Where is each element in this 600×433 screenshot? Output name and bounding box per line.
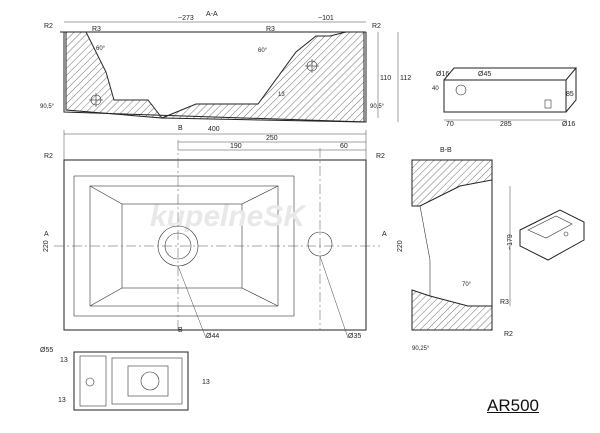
section-aa: A-A R2 R3 ~273 R3 ~101 R2 60° 60° 13 110… bbox=[40, 11, 411, 123]
dim-179: ~179 bbox=[507, 234, 514, 250]
dim-r2-bb: R2 bbox=[504, 331, 513, 338]
dim-273: ~273 bbox=[178, 15, 194, 22]
section-aa-title: A-A bbox=[206, 11, 218, 18]
dim-r3-bb: R3 bbox=[500, 299, 509, 306]
bottom-left-pocket bbox=[79, 355, 107, 407]
side-small-drain bbox=[544, 99, 552, 109]
dim-400: 400 bbox=[208, 126, 220, 133]
dim-90-bb: 90,25° bbox=[412, 346, 430, 352]
dim-d45: Ø45 bbox=[478, 71, 491, 78]
dim-90-right: 90,5° bbox=[370, 104, 385, 110]
dim-220-right: 220 bbox=[397, 240, 404, 252]
dim-250: 250 bbox=[266, 135, 278, 142]
dim-60-left: 60° bbox=[96, 46, 106, 52]
dim-101: ~101 bbox=[318, 15, 334, 22]
plan-view: 400 250 190 60 B B R2 R2 kupelneSK A A 2… bbox=[43, 125, 404, 340]
section-bb-basin bbox=[419, 205, 431, 296]
dim-r2-left: R2 bbox=[44, 23, 53, 30]
section-a-left: A bbox=[44, 231, 49, 238]
section-aa-right-wall bbox=[161, 31, 365, 123]
side-small-top bbox=[443, 67, 578, 113]
section-bb-top-wall bbox=[411, 159, 493, 207]
bottom-basin bbox=[111, 357, 183, 405]
dim-90-left: 90,5° bbox=[40, 104, 55, 110]
dim-r2-right: R2 bbox=[372, 23, 381, 30]
dim-d16-bottom: Ø16 bbox=[562, 121, 575, 128]
dim-d44: Ø44 bbox=[206, 333, 219, 340]
dim-70: 70 bbox=[446, 121, 454, 128]
dim-r3-right: R3 bbox=[266, 26, 275, 33]
bottom-outline bbox=[73, 351, 189, 411]
dim-285: 285 bbox=[500, 121, 512, 128]
side-view-small: Ø16 Ø45 40 85 70 285 Ø16 bbox=[432, 67, 578, 128]
dim-d35: Ø35 bbox=[348, 333, 361, 340]
section-bb-title: B-B bbox=[440, 147, 452, 154]
section-bb: B-B ~179 70° R3 R2 90,25° bbox=[411, 147, 514, 352]
plan-outline bbox=[63, 159, 367, 331]
dim-13: 13 bbox=[278, 92, 285, 98]
dim-13-a: 13 bbox=[60, 357, 68, 364]
dim-r2-plan-left: R2 bbox=[44, 153, 53, 160]
product-3d-basin bbox=[527, 215, 573, 239]
section-a-right: A bbox=[382, 231, 387, 238]
dim-d16-top: Ø16 bbox=[436, 71, 449, 78]
dim-13-b: 13 bbox=[202, 379, 210, 386]
watermark: kupelneSK bbox=[150, 200, 307, 233]
product-3d bbox=[519, 209, 585, 261]
dim-112: 112 bbox=[400, 75, 411, 82]
dim-r3-left: R3 bbox=[92, 26, 101, 33]
dim-110: 110 bbox=[380, 75, 391, 82]
bottom-drain bbox=[140, 371, 160, 391]
dim-70deg: 70° bbox=[462, 282, 472, 288]
dim-13-c: 13 bbox=[58, 397, 66, 404]
dim-d55: Ø55 bbox=[40, 347, 53, 354]
bottom-tap bbox=[85, 377, 95, 387]
dim-40: 40 bbox=[432, 86, 439, 92]
section-bb-bottom-wall bbox=[411, 289, 493, 331]
section-aa-basin-profile bbox=[85, 31, 163, 119]
dim-60-right: 60° bbox=[258, 48, 268, 54]
dim-190: 190 bbox=[230, 143, 242, 150]
dim-60: 60 bbox=[340, 143, 348, 150]
dim-85: 85 bbox=[566, 91, 574, 98]
bottom-view: Ø55 13 13 13 bbox=[40, 347, 210, 411]
section-aa-left-wall bbox=[65, 31, 164, 119]
product-3d-body bbox=[519, 209, 585, 261]
model-label: AR500 bbox=[487, 396, 539, 415]
bottom-basin-inner bbox=[127, 365, 169, 397]
product-3d-hole bbox=[563, 231, 569, 237]
side-small-hole bbox=[455, 84, 467, 96]
dim-220-left: 220 bbox=[43, 240, 50, 252]
dim-r2-plan-right: R2 bbox=[376, 153, 385, 160]
section-b-top: B bbox=[178, 125, 183, 132]
side-small-body bbox=[443, 79, 567, 113]
